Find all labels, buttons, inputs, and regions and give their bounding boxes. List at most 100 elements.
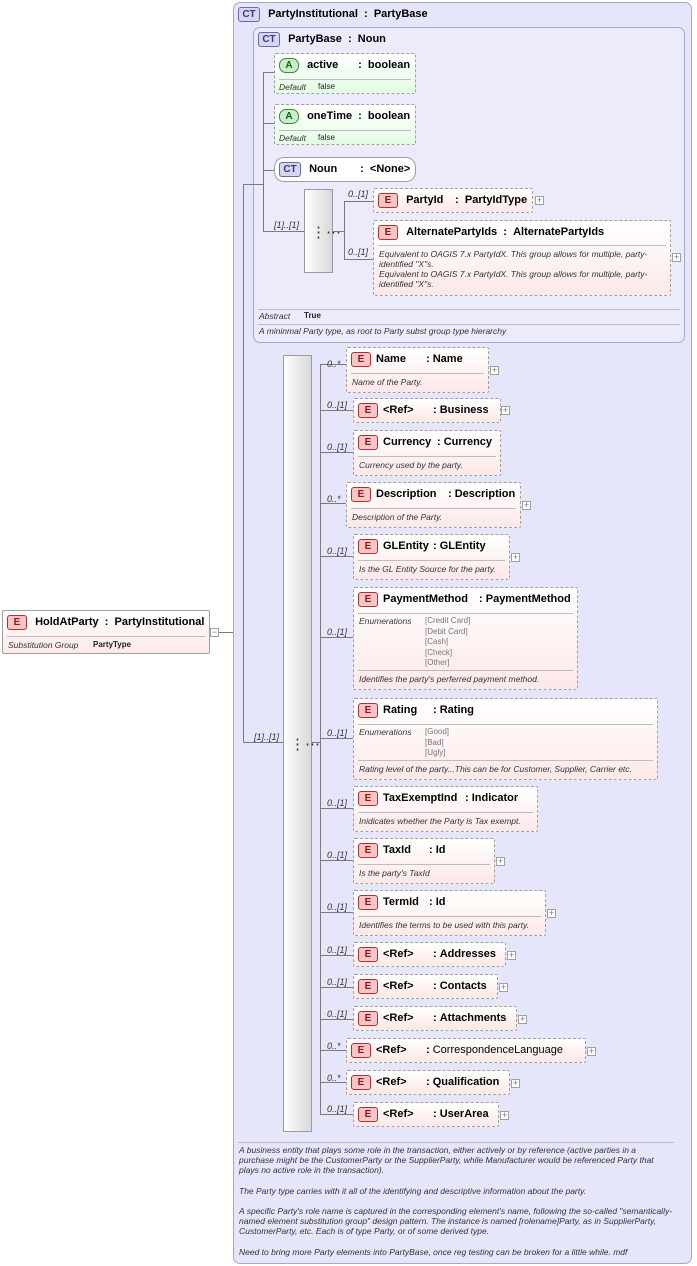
attribute-active[interactable]: A active : boolean Default false	[274, 53, 416, 94]
element-name: GLEntity	[383, 540, 429, 553]
expand-icon[interactable]: +	[518, 1014, 527, 1024]
element-name: Rating	[383, 704, 418, 717]
element-ref-qualification[interactable]: E<Ref>: Qualification	[346, 1070, 510, 1095]
element-ref-userarea[interactable]: E<Ref>: UserArea	[353, 1102, 499, 1127]
connector-line	[320, 912, 353, 913]
element-ref-contacts[interactable]: E<Ref>: Contacts	[353, 974, 498, 999]
element-ref-business[interactable]: E<Ref>: Business	[353, 398, 501, 423]
element-ref-correspondencelanguage[interactable]: E<Ref>: CorrespondenceLanguage	[346, 1038, 586, 1063]
sequence-icon: ⋮⋯	[311, 224, 341, 241]
element-alternatepartyids[interactable]: E AlternatePartyIds : AlternatePartyIds …	[373, 220, 671, 296]
element-badge-icon: E	[358, 791, 378, 806]
abstract-label: Abstract	[259, 311, 291, 321]
connector-line	[333, 231, 344, 232]
expand-icon[interactable]: +	[490, 365, 499, 375]
main-sequence-compositor[interactable]: ⋮⋯	[283, 355, 320, 1132]
root-element-box[interactable]: E HoldAtParty : PartyInstitutional Subst…	[2, 610, 210, 654]
connector-line	[263, 72, 274, 73]
expand-icon[interactable]: +	[672, 252, 681, 262]
element-ref-attachments[interactable]: E<Ref>: Attachments	[353, 1006, 517, 1031]
element-type: Id	[435, 896, 446, 909]
enum-value: [Good]	[425, 727, 450, 736]
base-sequence-compositor[interactable]: ⋮⋯	[304, 189, 341, 273]
connector-line	[320, 637, 353, 638]
collapse-icon[interactable]: −	[210, 627, 219, 637]
element-ref-addresses[interactable]: E<Ref>: Addresses	[353, 942, 506, 967]
divider	[7, 636, 205, 637]
occurrence-label: 0..*	[327, 1073, 341, 1083]
expand-icon[interactable]: +	[522, 500, 531, 510]
outer-type-name: PartyInstitutional	[268, 8, 358, 21]
attribute-badge-icon: A	[279, 109, 299, 124]
element-type: GLEntity	[439, 540, 486, 553]
occurrence-label: 0..[1]	[327, 850, 348, 860]
expand-icon[interactable]: +	[547, 908, 556, 918]
element-type: Currency	[443, 436, 493, 449]
type-documentation-paragraph: Need to bring more Party elements into P…	[239, 1247, 628, 1257]
root-element-type: PartyInstitutional	[114, 616, 205, 629]
expand-icon[interactable]: +	[511, 552, 520, 562]
root-element-name: HoldAtParty	[35, 616, 99, 629]
connector-line	[263, 170, 274, 171]
enum-value: [Ugly]	[425, 748, 446, 757]
occurrence-label: [1]..[1]	[274, 220, 300, 230]
divider	[258, 324, 680, 325]
type-documentation-paragraph: A business entity that plays some role i…	[239, 1145, 654, 1175]
connector-line	[219, 632, 233, 633]
element-badge-icon: E	[358, 539, 378, 554]
occurrence-label: 0..[1]	[327, 945, 348, 955]
element-documentation: Is the party's TaxId	[359, 868, 430, 878]
element-name: PaymentMethod	[383, 593, 468, 606]
occurrence-label: 0..[1]	[348, 247, 369, 257]
attribute-name: active	[307, 59, 339, 72]
expand-icon[interactable]: +	[500, 1110, 509, 1120]
element-name: AlternatePartyIds	[406, 226, 498, 239]
element-partyid[interactable]: E PartyId : PartyIdType	[373, 188, 533, 213]
connector-line	[263, 123, 274, 124]
element-badge-icon: E	[358, 1011, 378, 1026]
element-badge-icon: E	[358, 435, 378, 450]
element-type: Addresses	[439, 948, 496, 961]
default-value: false	[318, 133, 335, 142]
element-badge-icon: E	[358, 1107, 378, 1122]
element-badge-icon: E	[358, 895, 378, 910]
element-type: PaymentMethod	[485, 593, 571, 606]
expand-icon[interactable]: +	[499, 982, 508, 992]
expand-icon[interactable]: +	[496, 856, 505, 866]
expand-icon[interactable]: +	[501, 405, 510, 415]
enum-value: [Debit Card]	[425, 626, 468, 636]
connector-line	[263, 72, 264, 184]
connector-line	[320, 452, 353, 453]
noun-type-box[interactable]: CT Noun : <None>	[274, 157, 416, 182]
type-documentation-paragraph: A specific Party's role name is captured…	[239, 1206, 673, 1236]
element-type: UserArea	[439, 1108, 489, 1121]
element-type: Qualification	[432, 1076, 500, 1089]
element-type: Contacts	[439, 980, 487, 993]
expand-icon[interactable]: +	[587, 1046, 596, 1056]
element-badge-icon: E	[358, 979, 378, 994]
base-documentation: A mininmal Party type, as root to Party …	[259, 326, 507, 336]
connector-line	[320, 808, 353, 809]
connector-line	[320, 1019, 353, 1020]
expand-icon[interactable]: +	[535, 195, 544, 205]
connector-line	[320, 556, 353, 557]
element-name: Description	[376, 488, 437, 501]
expand-icon[interactable]: +	[511, 1078, 520, 1088]
element-name: Currency	[383, 436, 432, 449]
enum-value: [Credit Card]	[425, 616, 471, 625]
attribute-onetime[interactable]: A oneTime : boolean Default false	[274, 104, 416, 145]
element-name: <Ref>	[376, 1076, 407, 1089]
connector-line	[320, 1082, 346, 1083]
connector-line	[320, 364, 321, 1114]
expand-icon[interactable]: +	[507, 950, 516, 960]
connector-line	[344, 259, 373, 260]
